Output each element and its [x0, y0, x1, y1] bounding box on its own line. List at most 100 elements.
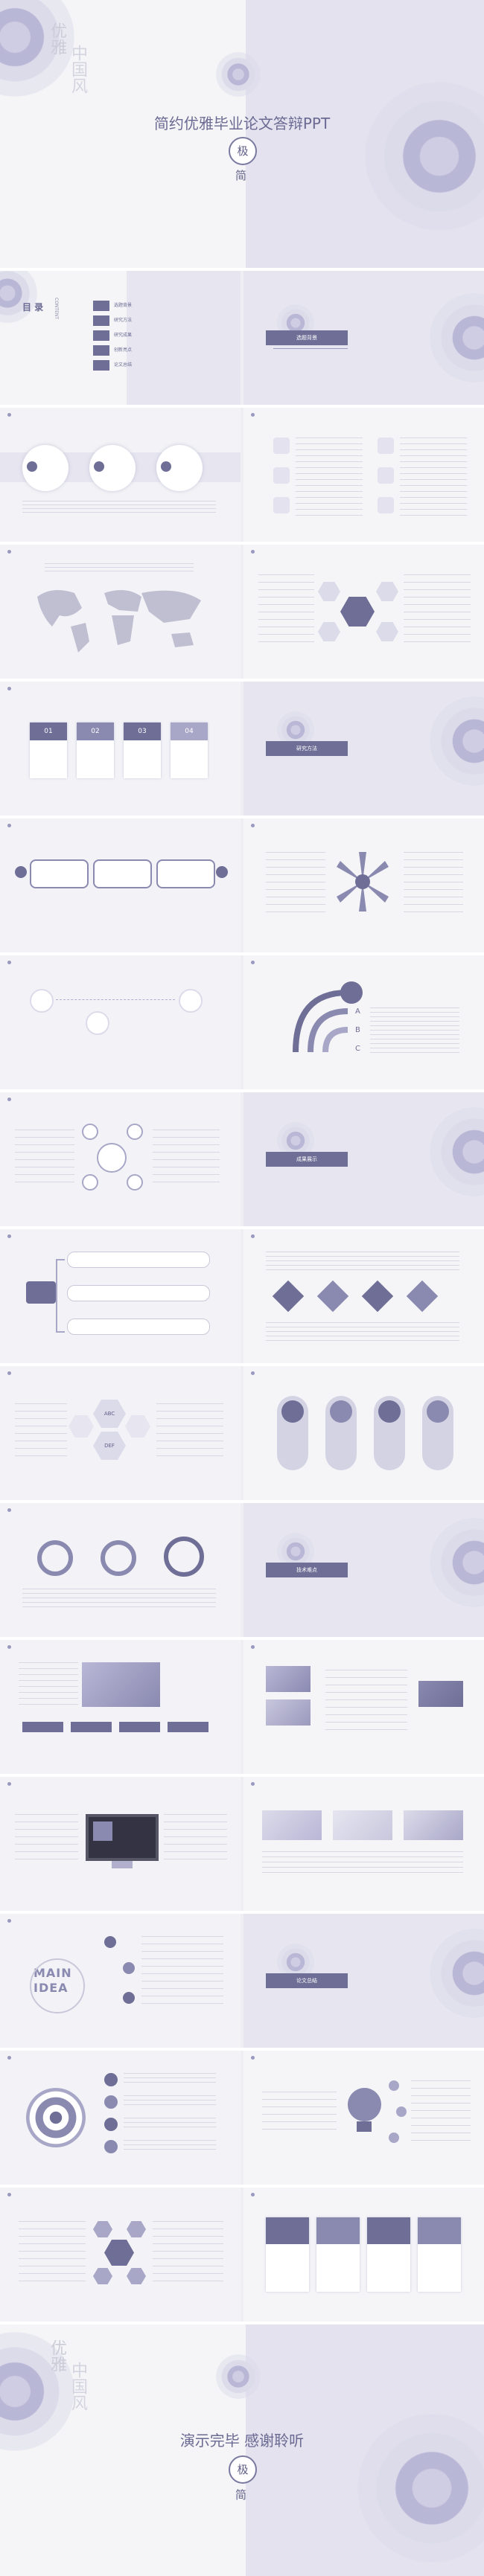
hex-label-text: ABC — [104, 1411, 115, 1417]
magnifier-icon — [37, 1540, 73, 1576]
slide-title-dot — [7, 1234, 13, 1239]
flower-decoration — [430, 696, 484, 786]
text-lines — [411, 2080, 471, 2147]
section-box: 成果展示 — [266, 1152, 348, 1167]
text-lines — [262, 1851, 463, 1877]
world-map — [30, 582, 208, 656]
cover-slide: 优雅 中国风 简约优雅毕业论文答辩PPT 极 简 — [0, 0, 484, 268]
monitor-stand — [112, 1861, 133, 1868]
separator — [0, 1500, 484, 1503]
text-lines — [141, 1936, 223, 2011]
icon-circle — [30, 989, 54, 1013]
toc-item[interactable]: 选题背景 — [93, 301, 182, 311]
slide-hex-icons — [0, 2188, 241, 2322]
toc-label-en: CONTENT — [54, 298, 59, 320]
slide-flow-tree — [0, 1229, 241, 1363]
flower-decoration — [357, 2414, 484, 2563]
photo-placeholder — [82, 1662, 160, 1707]
section-title: 成果展示 — [296, 1156, 317, 1162]
slide-magnifiers — [0, 1503, 241, 1637]
tab-card — [266, 2217, 309, 2292]
node-circle — [104, 1936, 116, 1948]
ending-badge-top: 极 — [229, 2455, 257, 2484]
small-icon-circle — [82, 1124, 98, 1140]
process-box — [30, 859, 89, 888]
slide-diamonds — [243, 1229, 484, 1363]
photo-placeholder — [266, 1666, 311, 1692]
slide-title-dot — [7, 823, 13, 828]
text-lines — [164, 1814, 227, 1866]
ending-side-text-2: 中国风 — [69, 2362, 87, 2411]
separator — [0, 1089, 484, 1092]
node-circle — [216, 866, 228, 878]
ending-slide: 优雅 中国风 演示完毕 感谢聆听 极 简 — [0, 2325, 484, 2576]
flow-connector — [56, 1259, 65, 1333]
small-icon-circle — [127, 1174, 143, 1191]
toc-item[interactable]: 研究成果 — [93, 330, 182, 341]
text-lines — [153, 2221, 223, 2284]
hex-item — [93, 2268, 112, 2284]
arrow-bar — [22, 1722, 216, 1732]
hex-item — [376, 622, 398, 641]
tab-card — [316, 2217, 360, 2292]
separator — [0, 2048, 484, 2051]
text-lines — [296, 438, 363, 516]
slide-star-diagram — [243, 818, 484, 952]
separator — [0, 816, 484, 818]
text-lines — [153, 1130, 220, 1189]
small-icon-circle — [82, 1174, 98, 1191]
separator — [0, 2185, 484, 2188]
diamond — [406, 1280, 439, 1313]
toc-item[interactable]: 研究方法 — [93, 315, 182, 326]
node-circle — [123, 1992, 135, 2004]
slide-title-dot — [7, 686, 13, 691]
slide-title-dot — [251, 960, 257, 965]
ending-badge-top-text: 极 — [237, 2463, 249, 2476]
toc-item[interactable]: 论文总结 — [93, 360, 182, 371]
abc-center — [340, 981, 363, 1004]
separator — [0, 1226, 484, 1229]
info-circle — [89, 445, 136, 491]
slide-main-idea: MAIN IDEA — [0, 1914, 241, 2048]
slide-three-photos — [243, 1777, 484, 1911]
photo-placeholder — [418, 1681, 463, 1707]
list-item — [104, 2095, 216, 2109]
slide-people-center — [0, 1092, 241, 1226]
tab-card — [367, 2217, 410, 2292]
text-lines — [258, 574, 314, 649]
capsule — [277, 1396, 308, 1470]
flower-decoration — [0, 271, 37, 323]
slide-hex-diagram — [243, 545, 484, 679]
flow-root — [26, 1281, 56, 1304]
abc-letter: A — [355, 1007, 360, 1016]
hex-item — [318, 582, 340, 601]
cover-badge-top-text: 极 — [237, 144, 249, 158]
hex-label: ABC — [93, 1400, 126, 1428]
ending-side-text-1: 优雅 — [48, 2339, 66, 2372]
list-item — [104, 2073, 216, 2086]
toc-purple-band — [127, 271, 241, 405]
section-title: 论文总结 — [296, 1978, 317, 1984]
hex-label-text: DEF — [104, 1443, 115, 1449]
node-circle — [389, 2133, 399, 2143]
target-icon — [26, 2088, 86, 2147]
hex-label: DEF — [93, 1432, 126, 1460]
text-lines — [400, 438, 467, 516]
section-slide-4: 技术难点 — [243, 1503, 484, 1637]
text-lines — [370, 1007, 459, 1056]
star-petals — [337, 852, 389, 911]
process-box — [93, 859, 152, 888]
slide-title-dot — [251, 1781, 257, 1787]
diamond — [316, 1280, 349, 1313]
monitor-icon — [86, 1814, 159, 1861]
text-lines — [325, 1670, 407, 1737]
toc-item[interactable]: 创新亮点 — [93, 345, 182, 356]
icon-tile — [378, 467, 394, 484]
slide-target — [0, 2051, 241, 2185]
abc-arcs — [293, 990, 348, 1053]
slide-monitor — [0, 1777, 241, 1911]
card-number: 03 — [124, 723, 161, 740]
side-text-2: 中国风 — [69, 45, 87, 94]
flow-item — [67, 1285, 210, 1301]
section-slide-1: 选题背景 — [243, 271, 484, 405]
